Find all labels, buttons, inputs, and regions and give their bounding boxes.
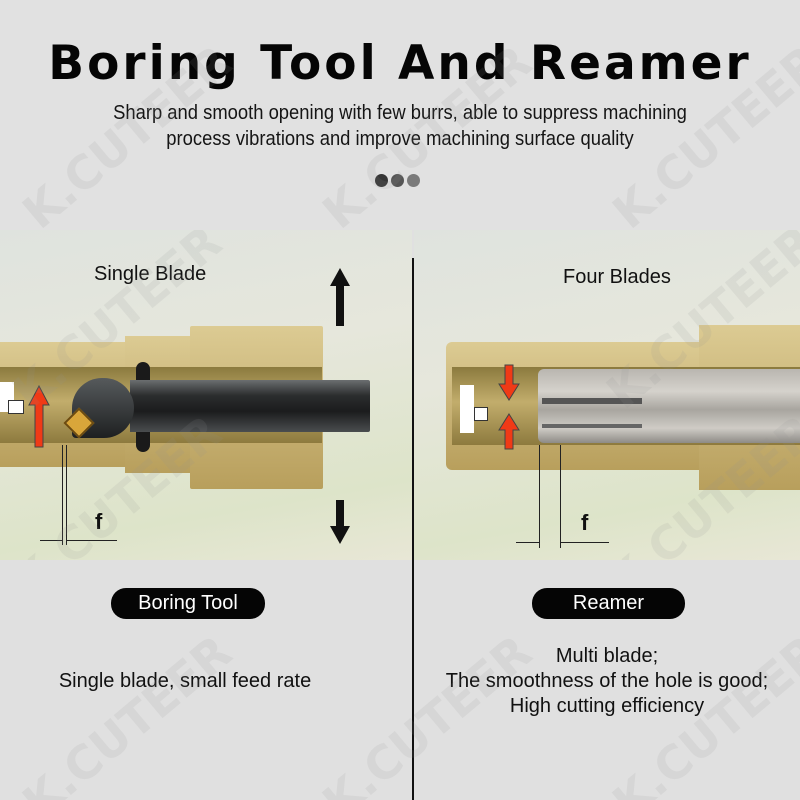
boring-tool-description: Single blade, small feed rate xyxy=(58,670,312,692)
feed-label: f xyxy=(581,510,589,535)
subtitle-line-2: process vibrations and improve machining… xyxy=(166,128,634,150)
carousel-dots xyxy=(375,174,420,187)
dimension-arrow-left xyxy=(516,542,539,543)
boring-tool-badge: Boring Tool xyxy=(111,588,265,619)
subtitle-line-1: Sharp and smooth opening with few burrs,… xyxy=(113,102,687,124)
dimension-line-2 xyxy=(560,445,561,548)
feed-label: f xyxy=(95,509,103,534)
flute-2 xyxy=(542,424,642,428)
flute-1 xyxy=(542,398,642,404)
dimension-line-2 xyxy=(66,445,67,545)
dimension-arrow-right xyxy=(67,540,117,541)
arrow-up-icon xyxy=(330,268,350,326)
single-blade-label: Single Blade xyxy=(94,263,207,285)
dot-1[interactable] xyxy=(375,174,388,187)
dimension-line-1 xyxy=(539,445,540,548)
page-subtitle: Sharp and smooth opening with few burrs,… xyxy=(32,100,768,152)
header-section: Boring Tool And Reamer Sharp and smooth … xyxy=(0,0,800,230)
reamer-desc-line-1: Multi blade; xyxy=(555,645,659,667)
four-blades-label: Four Blades xyxy=(563,266,671,288)
dimension-arrow-right xyxy=(561,542,609,543)
center-divider xyxy=(412,258,414,800)
chip-white-2 xyxy=(8,400,24,414)
dimension-arrow-left xyxy=(40,540,62,541)
reamer-badge: Reamer xyxy=(532,588,685,619)
chip-white-2 xyxy=(474,407,488,421)
boring-bar xyxy=(130,380,370,432)
red-arrow-up-icon xyxy=(28,385,50,448)
page-title: Boring Tool And Reamer xyxy=(48,36,752,91)
reamer-tool xyxy=(538,369,800,443)
red-arrow-down-icon xyxy=(498,364,520,401)
dimension-line-1 xyxy=(62,445,63,545)
watermark: K.CUTEER xyxy=(12,624,242,800)
reamer-desc-line-2: The smoothness of the hole is good; xyxy=(445,670,769,692)
reamer-desc-line-3: High cutting efficiency xyxy=(509,695,705,717)
chip-white-1 xyxy=(460,385,474,433)
reamer-diagram: Four Blades f K.CUTEER K.CUTEER xyxy=(414,230,800,560)
arrow-down-icon xyxy=(330,500,350,544)
red-arrow-up-icon xyxy=(498,413,520,450)
dot-3[interactable] xyxy=(407,174,420,187)
reamer-description: Multi blade; The smoothness of the hole … xyxy=(414,644,800,719)
boring-tool-diagram: Single Blade f K.CUTEER K.CUTEER xyxy=(0,230,412,560)
dot-2[interactable] xyxy=(391,174,404,187)
